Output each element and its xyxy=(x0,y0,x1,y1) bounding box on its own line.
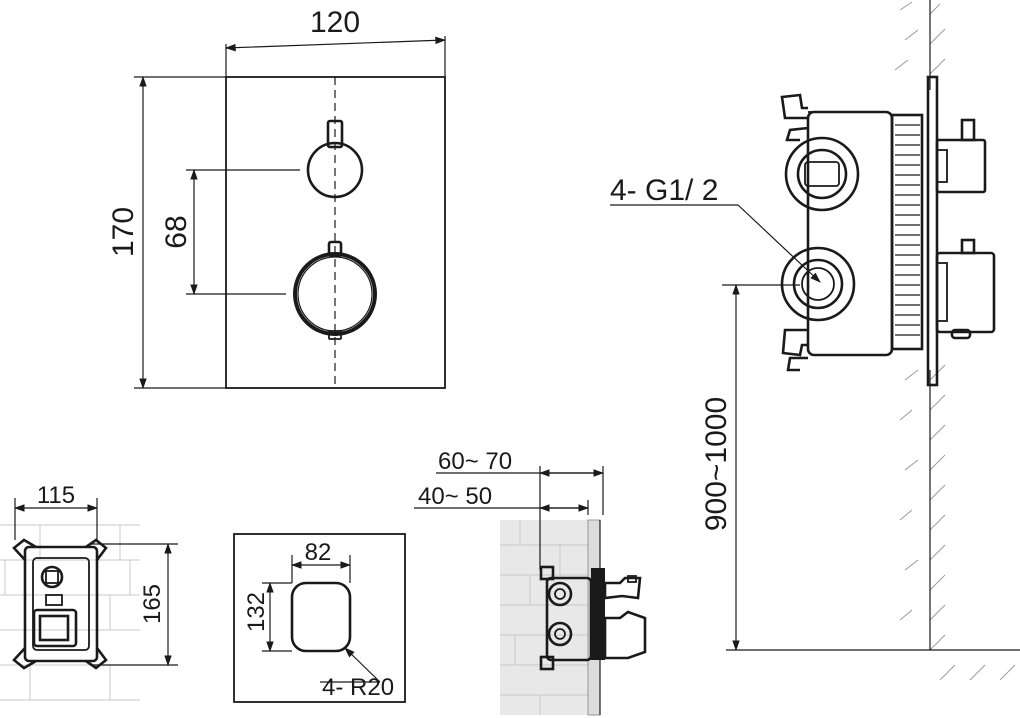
corner-radius-label: 4- R20 xyxy=(322,674,394,701)
cover-view: 82 132 4- R20 xyxy=(233,533,406,703)
wall-plate xyxy=(926,75,939,387)
temperature-knob xyxy=(306,119,364,199)
section-brick xyxy=(500,520,590,715)
depth-outer-label: 60~ 70 xyxy=(438,448,512,475)
cover-height-label: 132 xyxy=(243,592,270,632)
box-width-label: 115 xyxy=(37,482,75,509)
cover-square xyxy=(290,581,352,653)
side-view: 900~1000 4- G1/ 2 xyxy=(610,0,1020,681)
plate-height-label: 170 xyxy=(107,207,140,257)
lower-port xyxy=(780,246,856,322)
section-view: 60~ 70 40~ 50 xyxy=(414,448,647,716)
outlets-label: 4- G1/ 2 xyxy=(610,174,718,207)
mounting-box xyxy=(23,545,99,663)
width-120-dimension-line xyxy=(224,36,447,52)
outlet-leader-line xyxy=(737,204,821,283)
cover-plate xyxy=(233,533,406,703)
corner-radius-leader xyxy=(344,647,381,683)
side-handle-lower xyxy=(935,238,996,340)
install-height-label: 900~1000 xyxy=(700,397,733,531)
cover-width-label: 82 xyxy=(305,539,332,566)
handle-spacing-label: 68 xyxy=(160,215,193,248)
flow-knob xyxy=(293,240,377,340)
valve-body xyxy=(806,110,894,357)
wall-hatch xyxy=(894,0,1020,681)
upper-port xyxy=(784,136,860,212)
depth-inner-label: 40~ 50 xyxy=(418,483,492,510)
thread-lines xyxy=(895,124,920,336)
side-handle-upper xyxy=(935,118,987,194)
brick-background xyxy=(0,524,140,701)
box-height-label: 165 xyxy=(139,584,166,624)
box-view: 115 165 xyxy=(0,482,178,701)
front-plate-view: 120 170 68 xyxy=(107,6,447,390)
plate-width-label: 120 xyxy=(310,6,360,39)
